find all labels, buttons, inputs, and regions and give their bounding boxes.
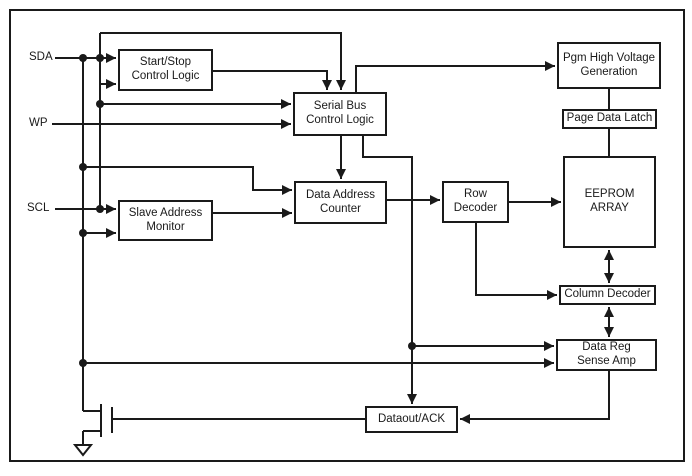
- wire-datareg-to-dataout: [460, 371, 610, 424]
- pin-label-wp: WP: [29, 117, 48, 130]
- junction-dot: [79, 229, 87, 237]
- junction-dot: [96, 100, 104, 108]
- block-pgm-high-voltage-generation: Pgm High Voltage Generation: [557, 42, 661, 89]
- block-data-reg-sense-amp: Data Reg Sense Amp: [556, 339, 657, 371]
- diagram-border: [9, 9, 685, 462]
- block-slave-address-monitor: Slave Address Monitor: [118, 200, 213, 241]
- junction-dot: [79, 54, 87, 62]
- block-page-data-latch: Page Data Latch: [562, 109, 657, 129]
- wire-serial-bus-to-dataout: [362, 136, 417, 404]
- block-eeprom-array: EEPROM ARRAY: [563, 156, 656, 248]
- pin-label-scl: SCL: [27, 202, 50, 215]
- junction-dot: [96, 54, 104, 62]
- junction-dot: [79, 359, 87, 367]
- block-row-decoder: Row Decoder: [442, 181, 509, 223]
- block-column-decoder: Column Decoder: [559, 285, 656, 305]
- block-dataout-ack: Dataout/ACK: [365, 406, 458, 433]
- ground-icon: [72, 444, 94, 457]
- junction-dot: [408, 342, 416, 350]
- junction-dots: [79, 54, 416, 367]
- junction-dot: [79, 163, 87, 171]
- block-start-stop-control-logic: Start/Stop Control Logic: [118, 49, 213, 91]
- wire-serial-bus-to-pgm-hv: [355, 61, 555, 92]
- pin-label-sda: SDA: [29, 51, 53, 64]
- wire-row-to-column-decoder: [475, 223, 557, 300]
- block-serial-bus-control-logic: Serial Bus Control Logic: [293, 92, 387, 136]
- wire-startstop-to-serial-bus: [213, 70, 332, 90]
- output-mosfet: [72, 404, 113, 457]
- wire-sda-to-serial-bus: [100, 32, 346, 90]
- block-data-address-counter: Data Address Counter: [294, 181, 387, 224]
- junction-dot: [96, 205, 104, 213]
- wire-sda-to-dac: [83, 166, 292, 195]
